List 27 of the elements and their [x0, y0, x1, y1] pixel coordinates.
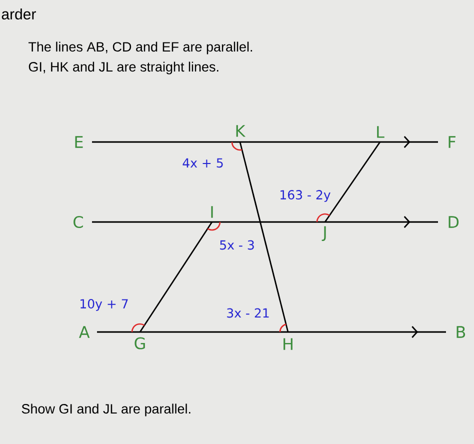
point-label: F [448, 136, 456, 148]
angle-label: 4x + 5 [182, 158, 223, 168]
point-label: C [74, 216, 83, 228]
parallel-line [92, 216, 438, 228]
point-label: D [448, 216, 459, 228]
heading: arder [2, 8, 36, 20]
point-label: E [75, 136, 83, 148]
instruction-text: GI, HK and JL are straight lines. [28, 62, 218, 74]
point-label: H [284, 338, 292, 350]
instruction-text: The lines AB, CD and EF are parallel. [28, 42, 252, 54]
point-label: A [78, 326, 90, 338]
point-label: L [377, 126, 384, 138]
parallel-line [92, 136, 438, 148]
point-label: G [134, 337, 145, 350]
angle-label: 163 - 2y [280, 190, 330, 202]
angle-label: 3x - 21 [227, 308, 269, 318]
angle-label: 5x - 3 [220, 240, 254, 250]
point-label: B [456, 326, 466, 338]
angle-label: 10y + 7 [80, 299, 128, 311]
straight-line [239, 142, 289, 332]
straight-line [139, 222, 213, 332]
instruction-text: Show GI and JL are parallel. [22, 404, 190, 416]
point-label: I [211, 206, 213, 218]
parallel-line [97, 326, 446, 338]
point-label: K [236, 125, 246, 137]
point-label: J [322, 226, 326, 242]
straight-line [324, 142, 381, 222]
